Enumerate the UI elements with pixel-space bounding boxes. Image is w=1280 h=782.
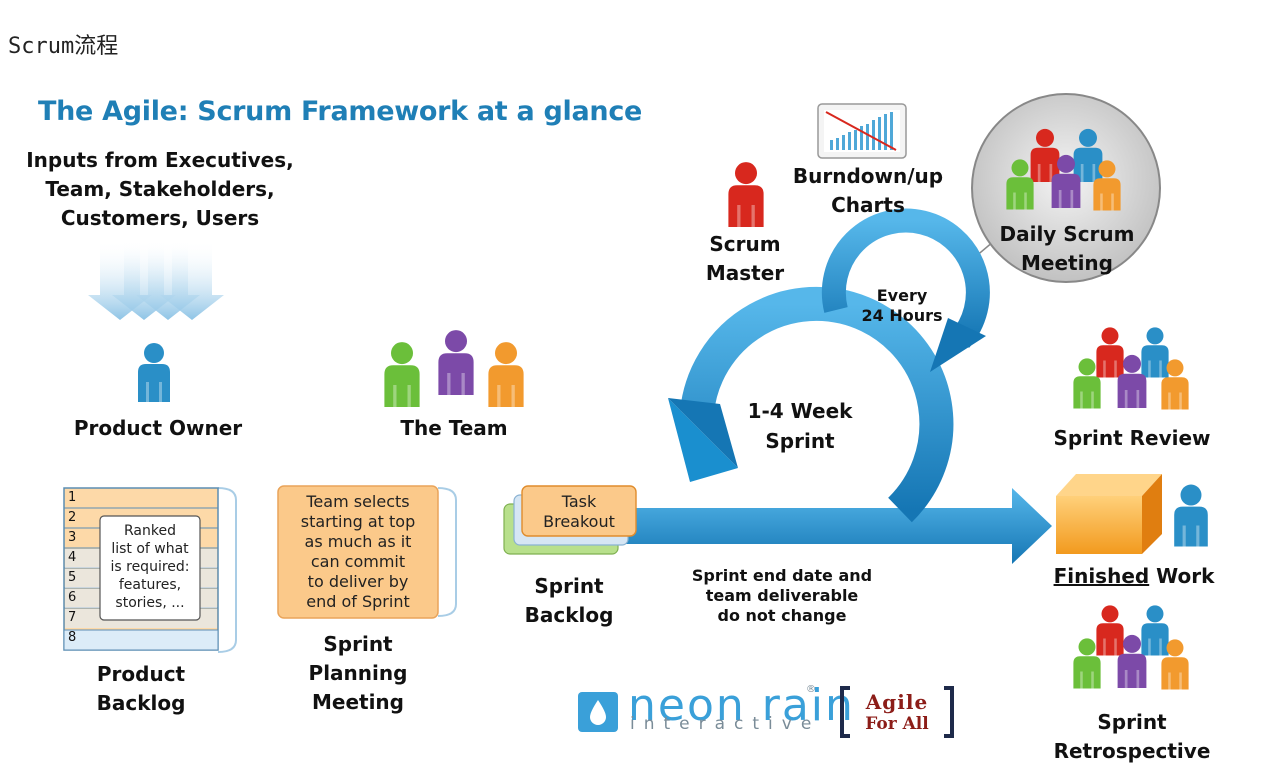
- product-backlog-label: Product Backlog: [96, 662, 186, 715]
- scrum-master-label: Scrum Master: [705, 232, 785, 285]
- agile-logo-line2: For All: [865, 714, 929, 734]
- sprint-note: Sprint end date and team deliverable do …: [691, 566, 873, 625]
- neon-rain-logo-icon: [578, 692, 618, 732]
- every-24-hours-label: Every 24 Hours: [861, 286, 943, 325]
- agile-logo-line1: Agile: [865, 690, 929, 714]
- sprint-planning-card: [277, 485, 457, 619]
- team-person-orange-icon: [488, 342, 524, 407]
- agile-for-all-logo: Agile For All: [840, 686, 954, 738]
- sprint-flow-arrow: [620, 488, 1052, 564]
- sprint-retrospective-label: Sprint Retrospective: [1053, 710, 1211, 763]
- product-backlog-list: [63, 487, 237, 653]
- sprint-planning-card-text: Team selects starting at top as much as …: [300, 492, 416, 611]
- scrum-master-person-icon: [728, 162, 764, 227]
- sprint-backlog-card-text: Task Breakout: [543, 492, 615, 531]
- burndown-label: Burndown/up Charts: [792, 164, 944, 217]
- sprint-review-people-icon: [1073, 327, 1189, 410]
- product-backlog-card-text: Ranked list of what is required: feature…: [110, 523, 190, 611]
- diagram-headline: The Agile: Scrum Framework at a glance: [38, 96, 643, 127]
- sprint-backlog-label: Sprint Backlog: [524, 574, 614, 627]
- daily-scrum-label: Daily Scrum Meeting: [999, 222, 1135, 275]
- product-backlog-row-numbers: 1 2 3 4 5 6 7 8: [68, 490, 77, 645]
- neon-rain-logo-text: neon rain: [628, 680, 855, 731]
- page-title: Scrum流程: [8, 34, 119, 59]
- neon-rain-registered-mark: ®: [806, 684, 816, 695]
- the-team-label: The Team: [400, 416, 508, 440]
- product-owner-label: Product Owner: [73, 416, 243, 440]
- sprint-planning-label: Sprint Planning Meeting: [308, 632, 408, 714]
- team-person-purple-icon: [438, 330, 474, 395]
- finished-work-label: Finished Work: [1053, 564, 1215, 588]
- daily-cycle-arrow: [821, 208, 990, 372]
- product-owner-person-icon: [138, 343, 170, 402]
- sprint-cycle-arrow: [668, 286, 954, 523]
- burndown-chart-icon: [817, 103, 907, 159]
- sprint-cycle-label: 1-4 Week Sprint: [747, 399, 853, 453]
- team-person-green-icon: [384, 342, 420, 407]
- sprint-backlog-cards: [503, 485, 637, 555]
- neon-rain-logo-subtext: interactive: [630, 714, 821, 734]
- inputs-label: Inputs from Executives, Team, Stakeholde…: [26, 148, 294, 230]
- sprint-review-label: Sprint Review: [1053, 426, 1211, 450]
- inputs-arrows-icon: [88, 240, 224, 320]
- finished-work-person-icon: [1174, 484, 1208, 547]
- sprint-retrospective-people-icon: [1073, 605, 1189, 690]
- finished-work-box-icon: [1056, 474, 1162, 554]
